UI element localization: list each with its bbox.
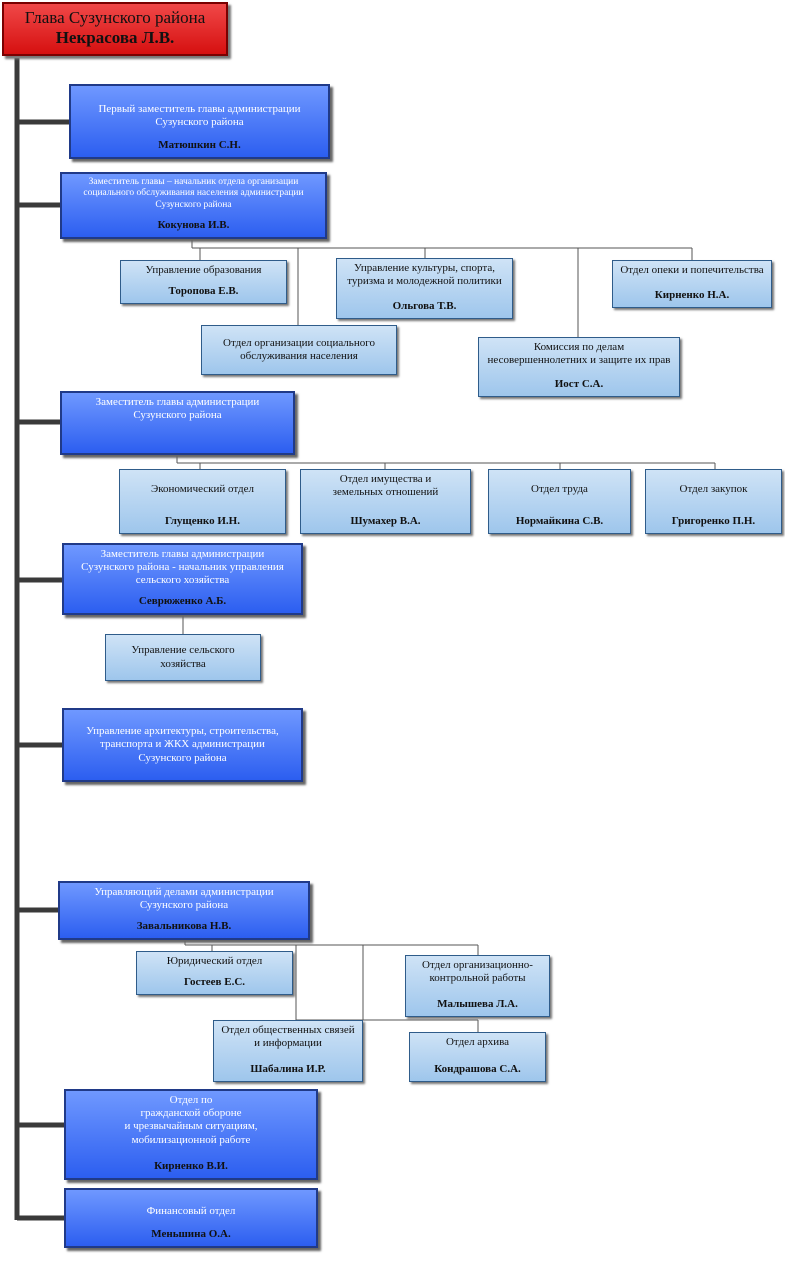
- head-title: Глава Сузунского района: [24, 8, 206, 27]
- property-name: Шумахер В.А.: [350, 514, 421, 527]
- public-relations-title: Отдел общественных связей и информации: [221, 1024, 355, 1050]
- archive-title: Отдел архива: [445, 1036, 510, 1048]
- affairs-name: Завальникова Н.В.: [136, 919, 232, 932]
- labor-box: Отдел труда Нормайкина С.В.: [488, 469, 631, 534]
- social-deputy-box: Заместитель главы – начальник отдела орг…: [60, 172, 327, 239]
- culture-name: Ольгова Т.В.: [392, 299, 457, 312]
- guardianship-title: Отдел опеки и попечительства: [620, 264, 764, 276]
- legal-box: Юридический отдел Гостеев Е.С.: [136, 951, 293, 995]
- social-deputy-name: Кокунова И.В.: [157, 218, 230, 231]
- first-deputy-title: Первый заместитель главы администрации С…: [98, 103, 301, 129]
- social-deputy-title: Заместитель главы – начальник отдела орг…: [83, 177, 304, 210]
- property-title: Отдел имущества и земельных отношений: [332, 473, 439, 499]
- agri-dept-box: Управление сельского хозяйства: [105, 634, 261, 681]
- head-box: Глава Сузунского района Некрасова Л.В.: [2, 2, 228, 56]
- procurement-title: Отдел закупок: [679, 483, 748, 495]
- archive-name: Кондрашова С.А.: [434, 1062, 521, 1075]
- education-name: Торопова Е.В.: [168, 284, 239, 297]
- minors-commission-title: Комиссия по делам несовершеннолетних и з…: [487, 341, 671, 367]
- public-relations-box: Отдел общественных связей и информации Ш…: [213, 1020, 363, 1082]
- archive-box: Отдел архива Кондрашова С.А.: [409, 1032, 546, 1082]
- civil-defense-name: Кирненко В.И.: [154, 1159, 228, 1172]
- architecture-box: Управление архитектуры, строительства, т…: [62, 708, 303, 782]
- agri-deputy-box: Заместитель главы администрации Сузунско…: [62, 543, 303, 615]
- education-box: Управление образования Торопова Е.В.: [120, 260, 287, 304]
- guardianship-name: Кирненко Н.А.: [654, 288, 730, 301]
- control-title: Отдел организационно- контрольной работы: [422, 959, 533, 985]
- agri-deputy-name: Севрюженко А.Б.: [138, 594, 227, 607]
- minors-commission-box: Комиссия по делам несовершеннолетних и з…: [478, 337, 680, 397]
- economic-box: Экономический отдел Глущенко И.Н.: [119, 469, 286, 534]
- finance-title: Финансовый отдел: [146, 1205, 236, 1217]
- finance-box: Финансовый отдел Меньшина О.А.: [64, 1188, 318, 1248]
- economic-title: Экономический отдел: [151, 483, 254, 495]
- procurement-name: Григоренко П.Н.: [671, 514, 756, 527]
- first-deputy-name: Матюшкин С.Н.: [158, 138, 241, 151]
- education-title: Управление образования: [145, 264, 262, 276]
- control-name: Малышева Л.А.: [437, 997, 518, 1010]
- labor-name: Нормайкина С.В.: [515, 514, 604, 527]
- agri-deputy-title: Заместитель главы администрации Сузунско…: [81, 548, 284, 587]
- culture-title: Управление культуры, спорта, туризма и м…: [347, 262, 502, 288]
- deputy2-title: Заместитель главы администрации Сузунско…: [95, 396, 260, 422]
- guardianship-box: Отдел опеки и попечительства Кирненко Н.…: [612, 260, 772, 308]
- architecture-title: Управление архитектуры, строительства, т…: [86, 725, 279, 764]
- first-deputy-box: Первый заместитель главы администрации С…: [69, 84, 330, 159]
- social-service-title: Отдел организации социального обслуживан…: [223, 336, 375, 362]
- culture-box: Управление культуры, спорта, туризма и м…: [336, 258, 513, 319]
- labor-title: Отдел труда: [531, 483, 588, 495]
- agri-dept-title: Управление сельского хозяйства: [131, 644, 235, 670]
- minors-commission-name: Иост С.А.: [554, 377, 604, 390]
- procurement-box: Отдел закупок Григоренко П.Н.: [645, 469, 782, 534]
- property-box: Отдел имущества и земельных отношений Шу…: [300, 469, 471, 534]
- branch-lines: [176, 240, 716, 1032]
- finance-name: Меньшина О.А.: [151, 1227, 231, 1240]
- civil-defense-box: Отдел по гражданской обороне и чрезвычай…: [64, 1089, 318, 1180]
- public-relations-name: Шабалина И.Р.: [250, 1062, 326, 1075]
- social-service-box: Отдел организации социального обслуживан…: [201, 325, 397, 375]
- deputy2-box: Заместитель главы администрации Сузунско…: [60, 391, 295, 455]
- affairs-title: Управляющий делами администрации Сузунск…: [94, 886, 274, 912]
- affairs-box: Управляющий делами администрации Сузунск…: [58, 881, 310, 940]
- legal-title: Юридический отдел: [166, 955, 263, 967]
- main-spine: [14, 58, 70, 1221]
- economic-name: Глущенко И.Н.: [165, 514, 240, 527]
- control-box: Отдел организационно- контрольной работы…: [405, 955, 550, 1017]
- civil-defense-title: Отдел по гражданской обороне и чрезвычай…: [124, 1094, 258, 1146]
- legal-name: Гостеев Е.С.: [183, 975, 246, 988]
- head-name: Некрасова Л.В.: [55, 28, 175, 48]
